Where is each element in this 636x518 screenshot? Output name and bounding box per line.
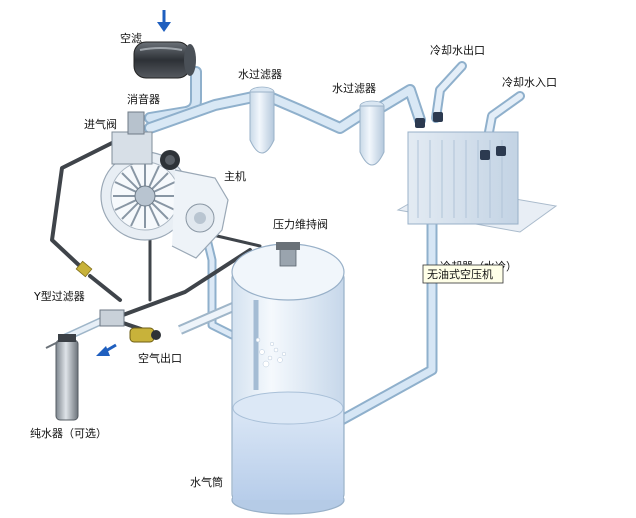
label-cooling-water-inlet: 冷却水入口 xyxy=(502,76,557,89)
label-muffler: 消音器 xyxy=(127,92,160,106)
tooltip-text: 无油式空压机 xyxy=(427,267,493,281)
label-main-unit: 主机 xyxy=(224,169,246,183)
label-water-tank: 水气筒 xyxy=(190,475,223,489)
water-tank xyxy=(231,242,345,515)
outlet-arrow-icon xyxy=(96,343,117,356)
water-filter-1 xyxy=(249,86,275,154)
label-air-filter: 空滤 xyxy=(120,31,142,45)
y-filter xyxy=(75,260,125,327)
tooltip: 无油式空压机 xyxy=(422,264,504,284)
label-cooling-water-outlet: 冷却水出口 xyxy=(430,43,485,57)
label-water-filter-1: 水过滤器 xyxy=(238,68,282,81)
water-filter-2 xyxy=(359,100,385,166)
label-pressure-valve: 压力维持阀 xyxy=(273,217,328,231)
air-outlet-fitting xyxy=(129,327,161,343)
air-filter xyxy=(133,41,196,79)
label-intake-valve: 进气阀 xyxy=(84,117,117,131)
label-water-purifier: 纯水器（可选） xyxy=(30,427,107,440)
cooler-ports xyxy=(415,112,506,160)
bubbles xyxy=(255,337,287,368)
inlet-arrow-icon xyxy=(157,10,171,32)
cooler xyxy=(396,112,558,233)
label-air-outlet: 空气出口 xyxy=(138,351,182,365)
water-purifier xyxy=(45,334,79,421)
label-y-filter: Y型过滤器 xyxy=(33,289,85,303)
main-unit xyxy=(100,111,229,259)
label-water-filter-2: 水过滤器 xyxy=(332,82,376,95)
